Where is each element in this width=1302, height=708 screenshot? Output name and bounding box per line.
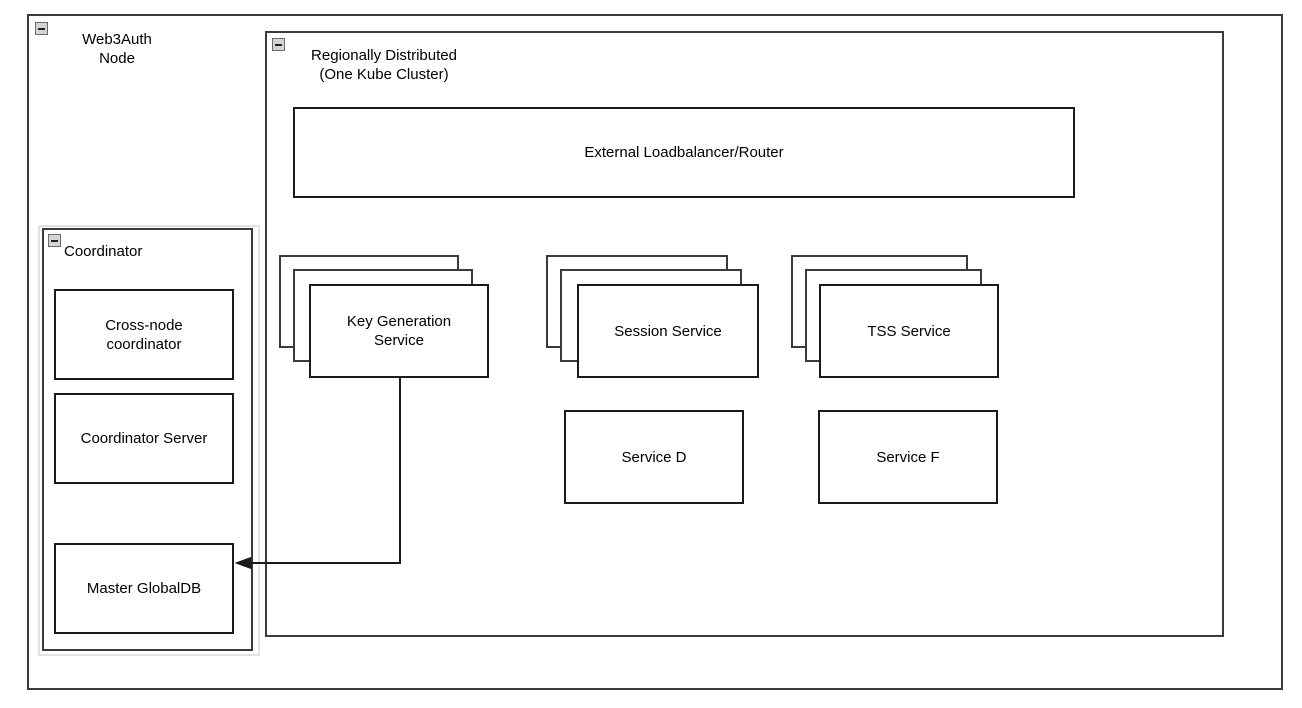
node-label-service-f: Service F [876,448,940,466]
node-label-service-d: Service D [621,448,687,466]
node-label-tss-service: TSS Service [867,322,951,340]
node-label-coordinator-server: Coordinator Server [80,430,208,447]
collapse-minus-icon-coordinator[interactable] [48,234,61,247]
group-title-web3auth-node: Web3Auth Node [82,31,152,67]
node-service-f[interactable]: Service F [818,410,998,504]
node-coordinator-server[interactable]: Coordinator Server [54,393,234,484]
node-cross-node-coordinator[interactable]: Cross-node coordinator [54,289,234,380]
node-label-cross-node-coordinator: Cross-node coordinator [105,316,183,353]
node-service-d[interactable]: Service D [564,410,744,504]
node-tss-service[interactable]: TSS Service [819,284,999,378]
node-label-master-globaldb: Master GlobalDB [86,580,202,597]
group-title-coordinator: Coordinator [64,243,143,260]
collapse-minus-icon-web3auth-node[interactable] [35,22,48,35]
node-label-session-service: Session Service [614,322,722,340]
node-label-external-loadbalancer-router: External Loadbalancer/Router [584,144,784,161]
node-external-loadbalancer-router[interactable]: External Loadbalancer/Router [293,107,1075,198]
collapse-minus-icon-regionally-distributed[interactable] [272,38,285,51]
node-label-key-generation-service: Key Generation Service [346,313,452,349]
node-master-globaldb[interactable]: Master GlobalDB [54,543,234,634]
node-session-service[interactable]: Session Service [577,284,759,378]
group-title-regionally-distributed: Regionally Distributed (One Kube Cluster… [311,47,457,83]
node-key-generation-service[interactable]: Key Generation Service [309,284,489,378]
